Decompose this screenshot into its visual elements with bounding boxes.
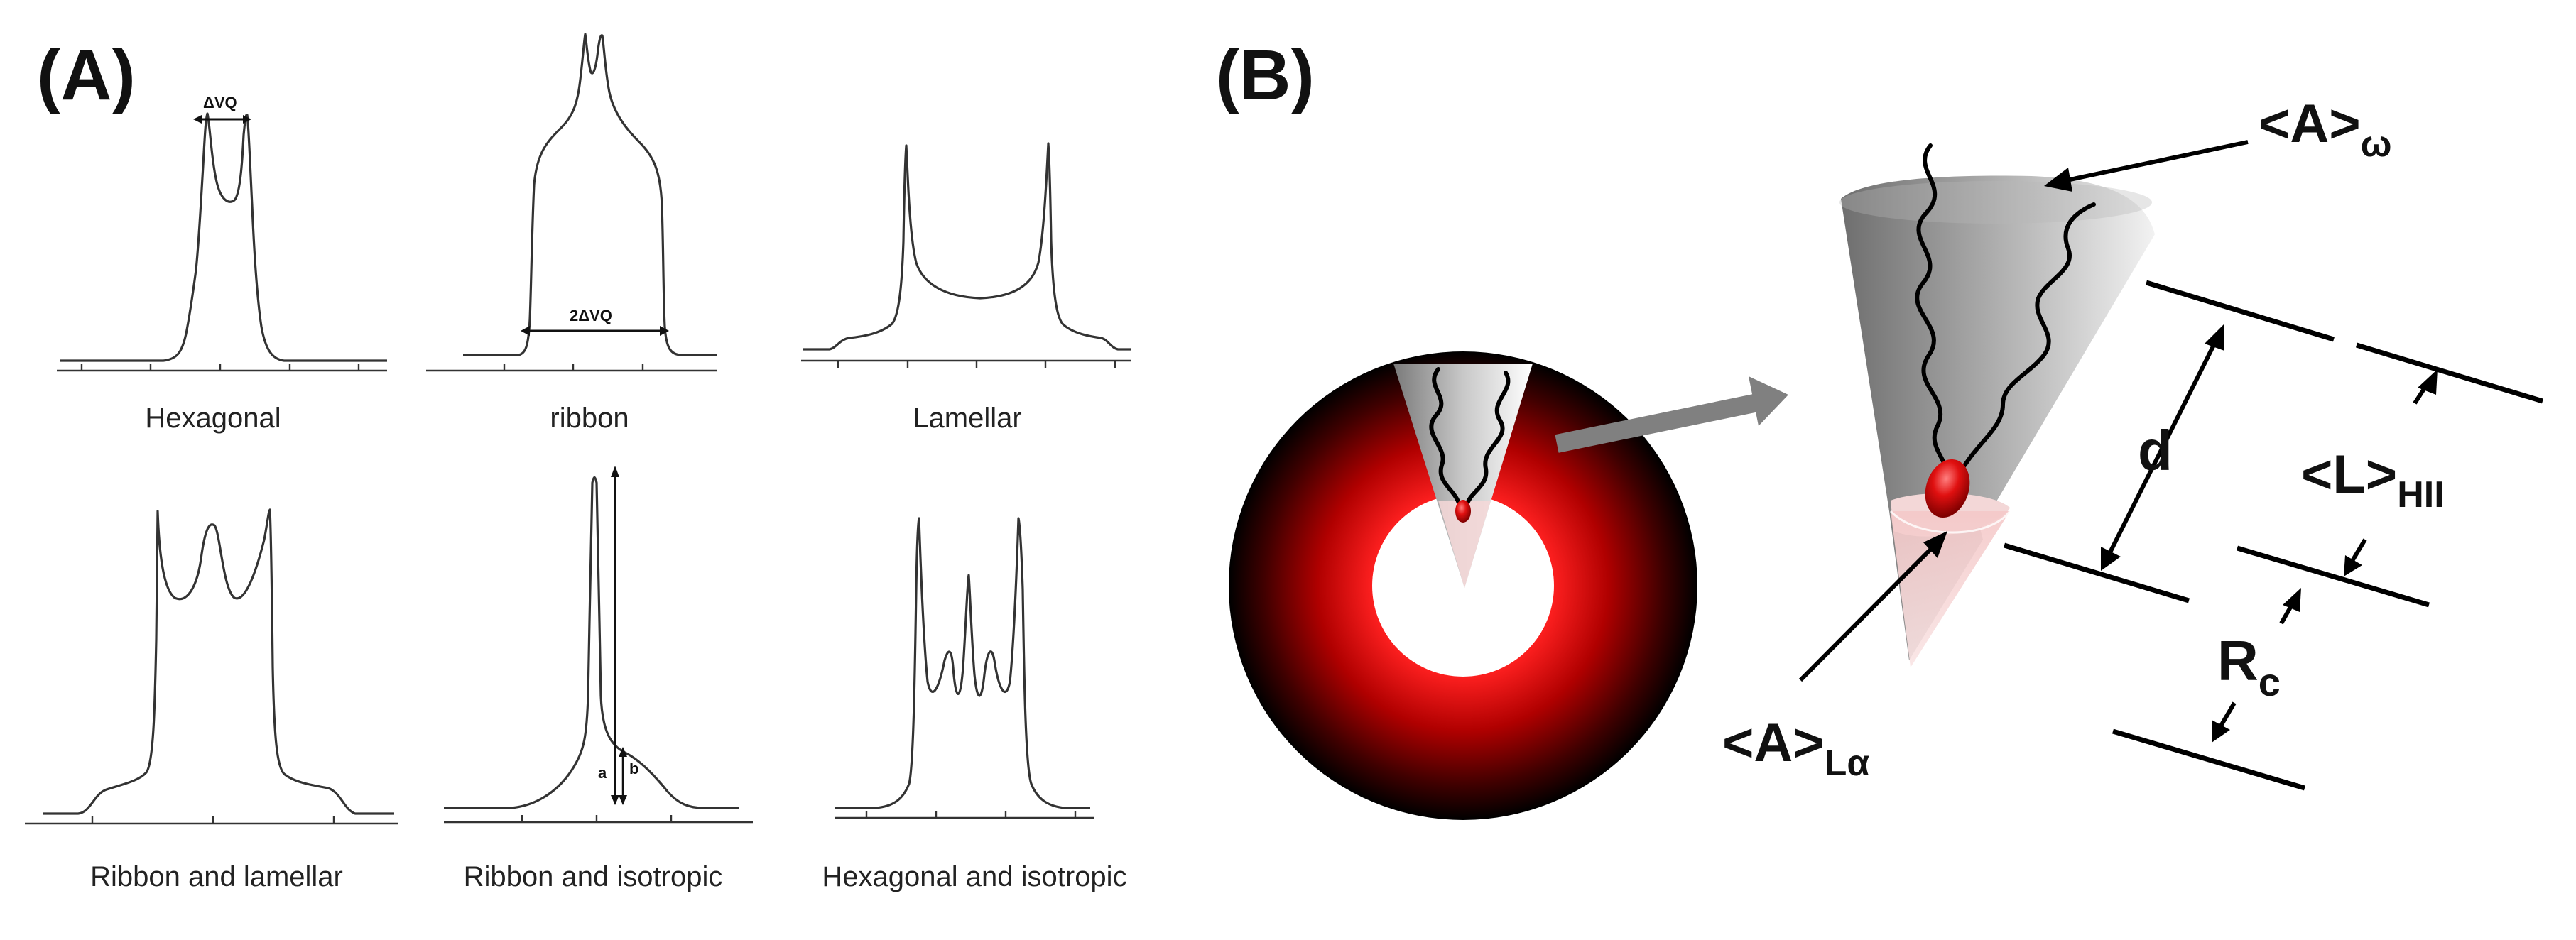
isotropic-mark-b: b (629, 760, 638, 777)
cone-tip (1891, 511, 2010, 667)
ribbon-splitting-label: 2ΔVQ (570, 307, 612, 324)
area-lalpha-annotation: <A>Lα (1722, 531, 1947, 784)
top-bar-right (2355, 342, 2544, 404)
hii-cross-section (1229, 351, 1697, 820)
lattice-spacing-annotation: <L>HII (2301, 369, 2445, 576)
area-lalpha-label: <A>Lα (1722, 713, 1869, 784)
isotropic-mark-a: a (598, 764, 607, 782)
area-omega-annotation: <A>ω (2044, 94, 2392, 192)
caption-hexagonal-isotropic: Hexagonal and isotropic (822, 861, 1126, 892)
spectrum-lamellar: Lamellar (801, 142, 1131, 434)
d-label: d (2138, 419, 2173, 482)
hexagonal-splitting-label: ΔVQ (203, 94, 237, 111)
caption-ribbon-isotropic: Ribbon and isotropic (464, 861, 723, 892)
spectrum-hexagonal: ΔVQ Hexagonal (57, 94, 387, 434)
thickness-d-annotation: d (2101, 324, 2224, 571)
dimension-lines (2003, 280, 2544, 791)
radius-rc-label: Rc (2217, 629, 2281, 704)
interface-bar (2003, 542, 2190, 603)
lipid-cone (1839, 143, 2155, 667)
caption-lamellar: Lamellar (913, 403, 1021, 434)
center-bar-lower (2112, 728, 2305, 791)
water-core (1372, 495, 1554, 677)
top-bar-left (2145, 280, 2335, 342)
radius-rc-annotation: Rc (2212, 588, 2301, 743)
small-acyl-chain-1 (1429, 367, 1462, 508)
lattice-spacing-label: <L>HII (2301, 444, 2445, 515)
caption-hexagonal: Hexagonal (145, 403, 281, 434)
spectrum-ribbon: 2ΔVQ ribbon (426, 33, 717, 434)
spectrum-hexagonal-isotropic: Hexagonal and isotropic (822, 517, 1127, 892)
area-omega-label: <A>ω (2259, 94, 2392, 165)
caption-ribbon-lamellar: Ribbon and lamellar (90, 861, 343, 892)
panel-a-label: (A) (37, 35, 136, 115)
acyl-chain-2 (1950, 202, 2096, 479)
acyl-chain-1 (1915, 143, 1949, 478)
panel-b-label: (B) (1216, 35, 1315, 115)
center-bar-upper (2237, 545, 2430, 608)
panel-a: (A) ΔVQ Hexagonal 2ΔVQ (25, 33, 1131, 892)
caption-ribbon: ribbon (550, 403, 629, 434)
spectrum-ribbon-lamellar: Ribbon and lamellar (25, 508, 398, 892)
zoom-arrow (1555, 376, 1788, 453)
panel-b: (B) (1216, 35, 2544, 820)
small-headgroup (1455, 500, 1471, 523)
small-acyl-chain-2 (1464, 371, 1511, 508)
spectrum-ribbon-isotropic: a b Ribbon and isotropic (444, 466, 753, 892)
headgroup (1925, 459, 1970, 518)
